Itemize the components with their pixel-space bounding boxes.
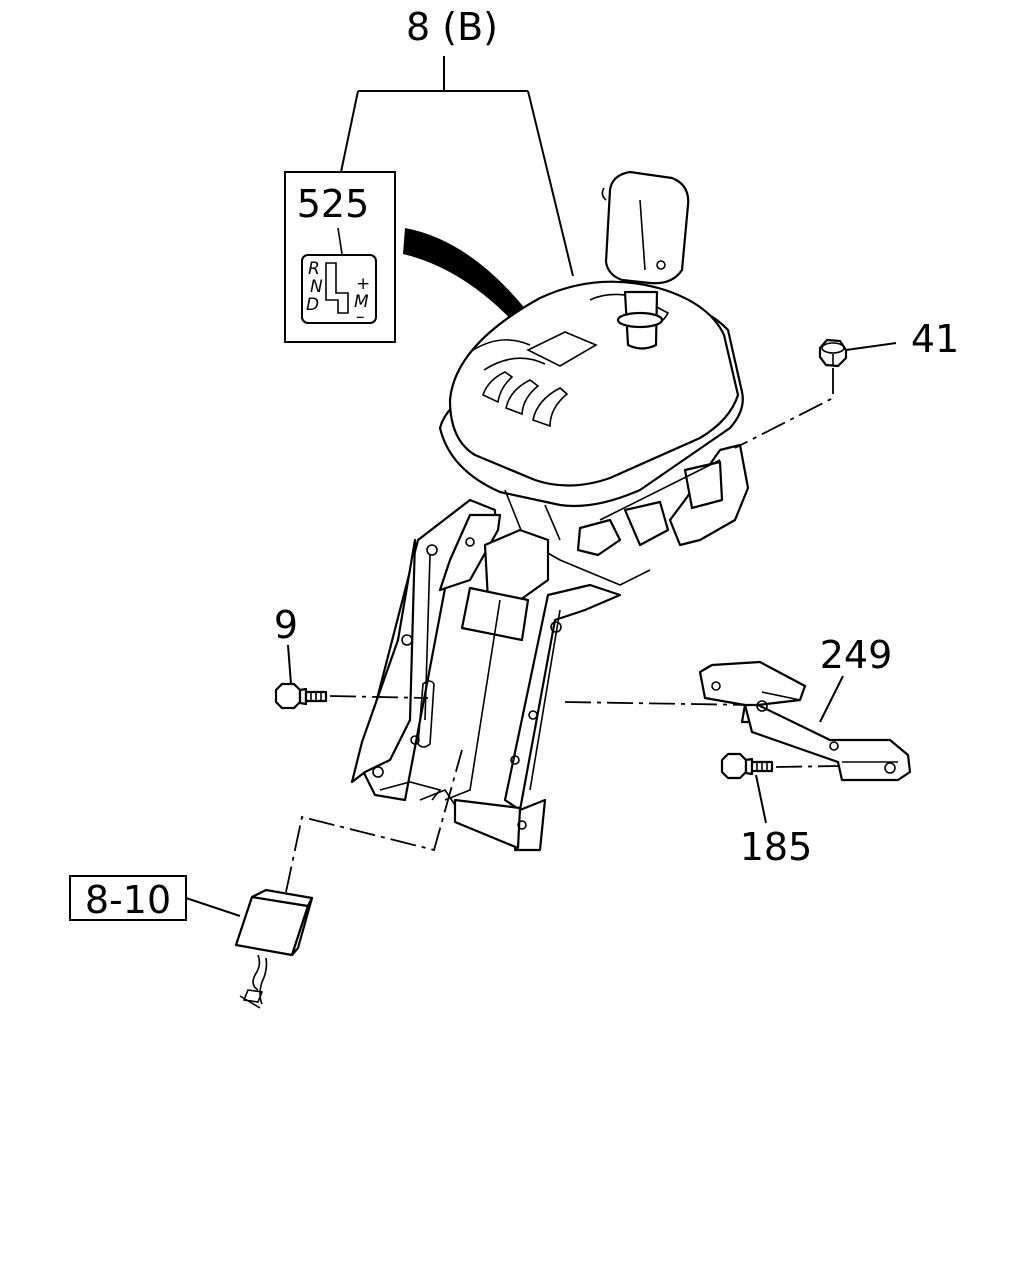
- shifter-mechanism: [504, 443, 750, 586]
- bracket-leader: [819, 675, 844, 723]
- gate-letter-n: N: [310, 277, 323, 297]
- bolt-right-install-path: [775, 765, 839, 768]
- bolt-left-leader: [287, 644, 292, 685]
- connector-icon: [234, 888, 314, 1009]
- callout-bolt-left: 9: [274, 603, 298, 647]
- nut-icon: [818, 338, 848, 368]
- bolt-left-icon: [274, 682, 328, 710]
- gate-plus: +: [356, 274, 370, 294]
- mounting-bracket-icon: [698, 660, 912, 782]
- callout-bolt-right: 185: [740, 825, 813, 869]
- location-arrow-icon: [403, 228, 545, 338]
- gate-mode: M: [354, 292, 369, 312]
- gate-letter-d: D: [306, 295, 319, 315]
- bolt-left-install-path: [329, 695, 429, 699]
- connector-install-path: [285, 749, 463, 893]
- gate-minus: –: [356, 307, 365, 327]
- callout-bracket: 249: [820, 633, 893, 677]
- gate-letter-r: R: [308, 259, 320, 279]
- assembly-leader-lines: [340, 56, 574, 277]
- nut-leader: [845, 342, 897, 351]
- nut-install-path: [734, 368, 834, 449]
- base-bracket: [350, 498, 622, 852]
- bracket-install-path: [564, 701, 753, 706]
- shift-knob: [601, 170, 690, 350]
- gate-pattern-icon: R N D + M –: [306, 259, 370, 327]
- callout-nut: 41: [911, 317, 959, 361]
- bolt-right-leader: [755, 774, 767, 824]
- shifter-cover: [438, 280, 744, 508]
- connector-leader: [185, 897, 241, 917]
- callout-assembly: 8 (B): [406, 5, 498, 49]
- bolt-right-icon: [720, 752, 774, 780]
- callout-connector-ref: 8-10: [85, 878, 171, 922]
- label-plate-box: 525 R N D + M –: [284, 171, 396, 343]
- callout-label-plate: 525: [297, 182, 370, 226]
